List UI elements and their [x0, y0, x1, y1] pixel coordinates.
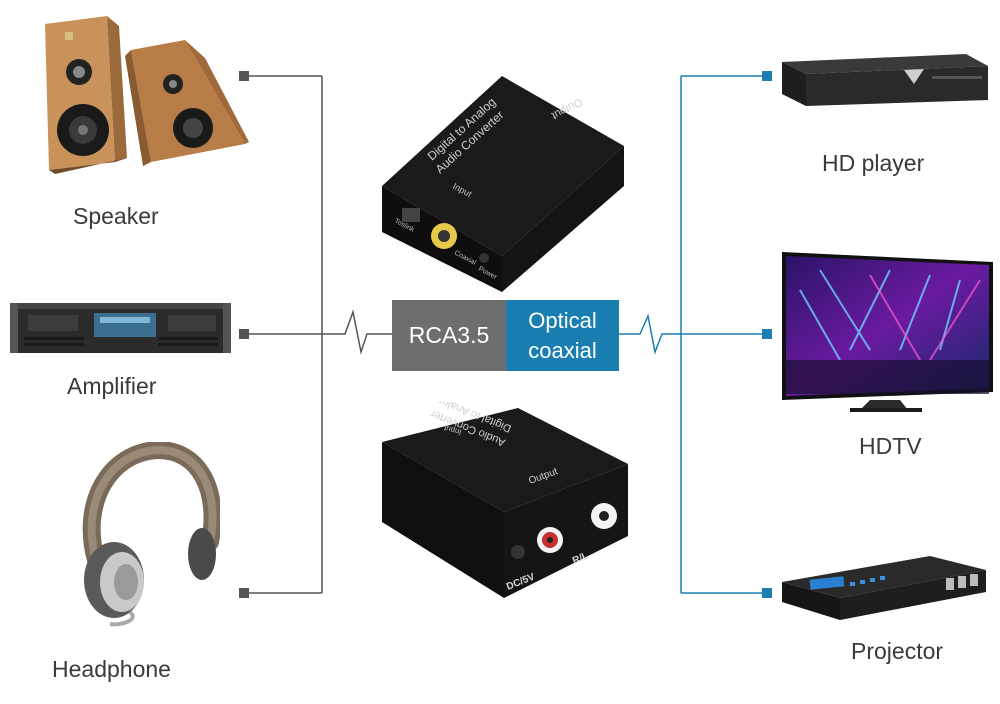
headphone-label: Headphone — [52, 656, 171, 682]
projector-label: Projector — [851, 638, 944, 664]
right-zigzag-line — [619, 313, 681, 355]
left-zigzag-line — [322, 309, 392, 355]
converter-top-icon: Digital to Analog Audio Converter Output… — [382, 76, 624, 292]
amplifier-label: Amplifier — [67, 373, 157, 399]
left-connector-group — [248, 75, 392, 594]
amplifier-icon — [10, 303, 231, 353]
headphone-connector-square — [239, 588, 249, 598]
rca-label-box: RCA3.5 — [392, 300, 506, 371]
optical-label-box: Optical coaxial — [506, 300, 619, 371]
speaker-icon — [45, 16, 249, 174]
amplifier-connector-square — [239, 329, 249, 339]
hdtv-icon — [782, 252, 993, 412]
hd-player-connector-square — [762, 71, 772, 81]
converter-bottom-icon: Digital to Analog Audio Converter Input … — [382, 402, 628, 598]
speaker-connector-square — [239, 71, 249, 81]
hd-player-label: HD player — [822, 150, 925, 176]
speaker-label: Speaker — [73, 203, 159, 229]
projector-connector-square — [762, 588, 772, 598]
headphone-icon — [82, 442, 220, 627]
rca-label-text: RCA3.5 — [408, 322, 490, 348]
hdtv-label: HDTV — [859, 433, 922, 459]
optical-label-line1: Optical — [528, 307, 597, 333]
right-connector-group — [619, 75, 765, 594]
projector-icon — [782, 556, 986, 620]
hd-player-icon — [782, 54, 988, 106]
hdtv-connector-square — [762, 329, 772, 339]
optical-label-line2: coaxial — [528, 337, 597, 363]
